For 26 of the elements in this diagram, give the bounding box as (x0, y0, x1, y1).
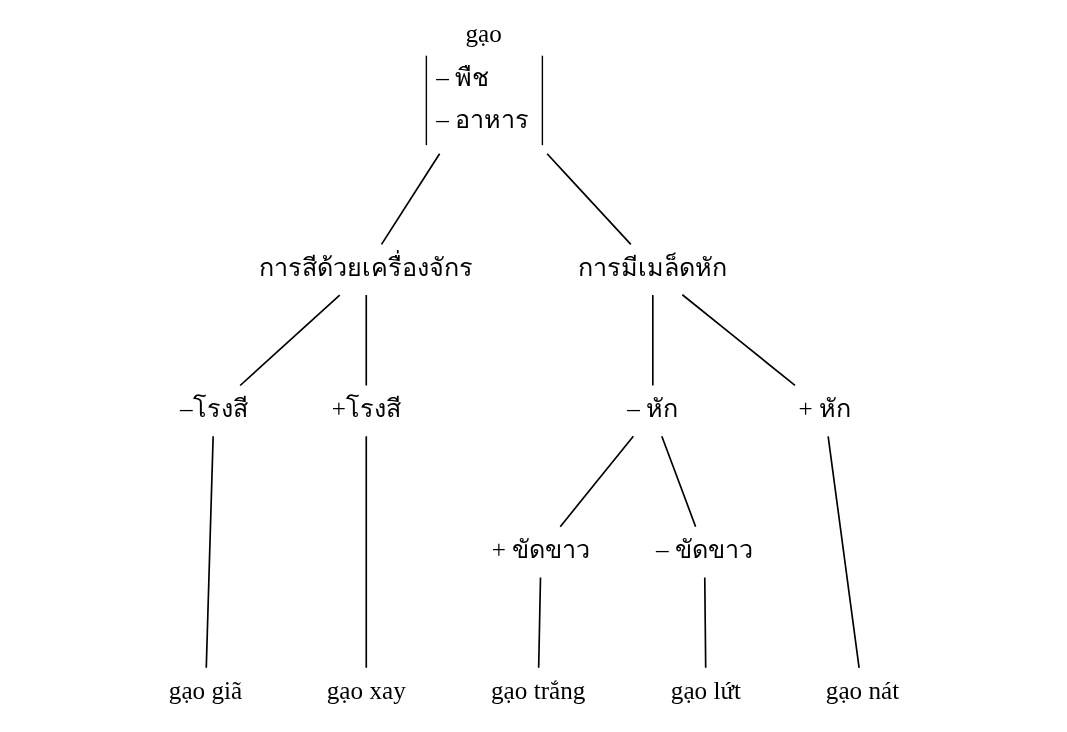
connector (703, 576, 707, 669)
node-text: gạo giã (168, 677, 242, 705)
node-text: gạo xay (326, 677, 406, 705)
node-text: –โรงสี (179, 394, 248, 422)
node-text: gạo – พืช – อาหาร (435, 20, 529, 133)
connector (238, 294, 341, 387)
node-text: การมีเมล็ดหัก (577, 253, 727, 281)
node-text: + หัก (798, 394, 851, 422)
node-text: gạo nát (825, 677, 899, 705)
connector (364, 435, 367, 669)
node-text: gạo trắng (490, 677, 585, 705)
connector (558, 435, 634, 528)
connector (204, 435, 214, 669)
connector (660, 435, 696, 528)
node-text: +โรงสี (331, 394, 401, 422)
connector (681, 293, 796, 387)
node-text: – หัก (626, 394, 678, 422)
node-text: + ขัดขาว (491, 536, 590, 564)
node-text: – ขัดขาว (655, 536, 753, 564)
node-text: gạo lứt (670, 677, 741, 705)
connector (364, 294, 367, 387)
connector (380, 152, 440, 246)
connector (651, 294, 654, 387)
connector (537, 576, 541, 669)
connector (826, 435, 860, 669)
connector (545, 152, 632, 246)
